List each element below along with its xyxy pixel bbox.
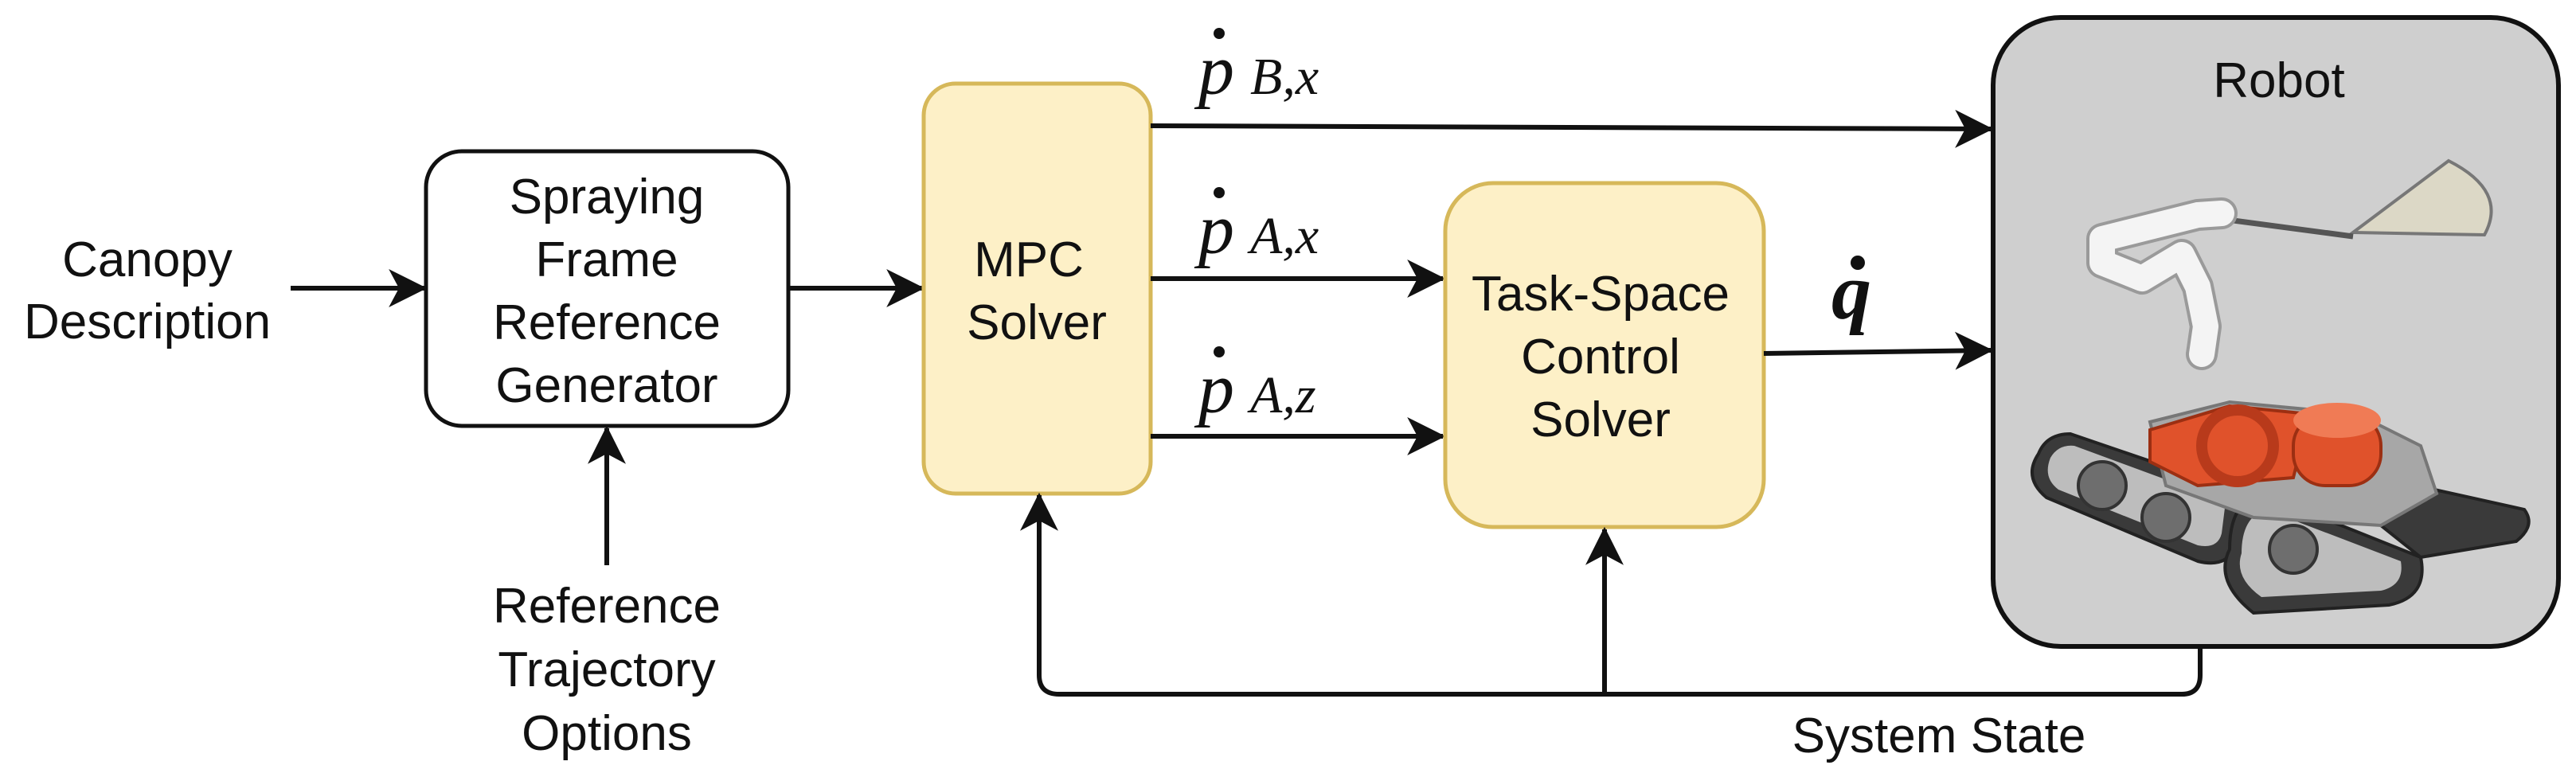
signal-p-a-z-sub: A,z bbox=[1247, 366, 1316, 424]
spraying-frame-reference-generator-block: Spraying Frame Reference Generator bbox=[424, 149, 791, 428]
spraying-line-4: Generator bbox=[495, 358, 717, 413]
signal-p-a-x-label: p A,x bbox=[1194, 187, 1319, 269]
system-state-label: System State bbox=[1792, 709, 2086, 763]
feedback-line-system-state bbox=[1020, 492, 2203, 697]
task-space-line-3: Solver bbox=[1530, 392, 1671, 447]
options-line-1: Reference bbox=[493, 579, 721, 634]
signal-p-a-z-label: p A,z bbox=[1194, 346, 1316, 428]
mpc-solver-block: MPC Solver bbox=[921, 81, 1153, 496]
signal-p-b-x-dot bbox=[1214, 28, 1225, 39]
options-line-2: Trajectory bbox=[498, 642, 715, 697]
signal-p-a-x-dot bbox=[1214, 187, 1225, 198]
task-space-line-2: Control bbox=[1521, 330, 1680, 385]
canopy-line-2: Description bbox=[24, 295, 271, 349]
robot-block: Robot bbox=[1991, 15, 2561, 649]
reference-trajectory-options-label: Reference Trajectory Options bbox=[493, 579, 721, 761]
spraying-line-1: Spraying bbox=[510, 170, 705, 224]
canopy-line-1: Canopy bbox=[62, 232, 233, 287]
spraying-line-3: Reference bbox=[493, 295, 721, 350]
tracked-robot-icon bbox=[2031, 158, 2531, 615]
canopy-description-label: Canopy Description bbox=[24, 232, 271, 349]
signal-p-b-x-base: p bbox=[1194, 31, 1234, 110]
signal-p-a-x-sub: A,x bbox=[1247, 207, 1319, 265]
task-space-line-1: Task-Space bbox=[1472, 267, 1730, 322]
mpc-line-2: Solver bbox=[967, 295, 1107, 350]
signal-q-dot bbox=[1851, 256, 1865, 270]
signal-p-a-z-dot bbox=[1214, 346, 1225, 357]
signal-p-a-x-base: p bbox=[1194, 190, 1234, 269]
signal-p-b-x-label: p B,x bbox=[1194, 28, 1319, 110]
task-space-control-solver-block: Task-Space Control Solver bbox=[1443, 181, 1766, 529]
spraying-line-2: Frame bbox=[535, 232, 678, 287]
signal-p-a-z-base: p bbox=[1194, 349, 1234, 428]
robot-title: Robot bbox=[2213, 53, 2344, 108]
signal-q-dot-label: q bbox=[1831, 248, 1871, 336]
signal-p-b-x-sub: B,x bbox=[1250, 48, 1319, 106]
arrow-mpc-to-robot bbox=[1150, 109, 1994, 148]
arrow-task-space-to-robot bbox=[1763, 331, 1994, 370]
options-line-3: Options bbox=[522, 706, 692, 761]
mpc-line-1: MPC bbox=[974, 232, 1084, 287]
